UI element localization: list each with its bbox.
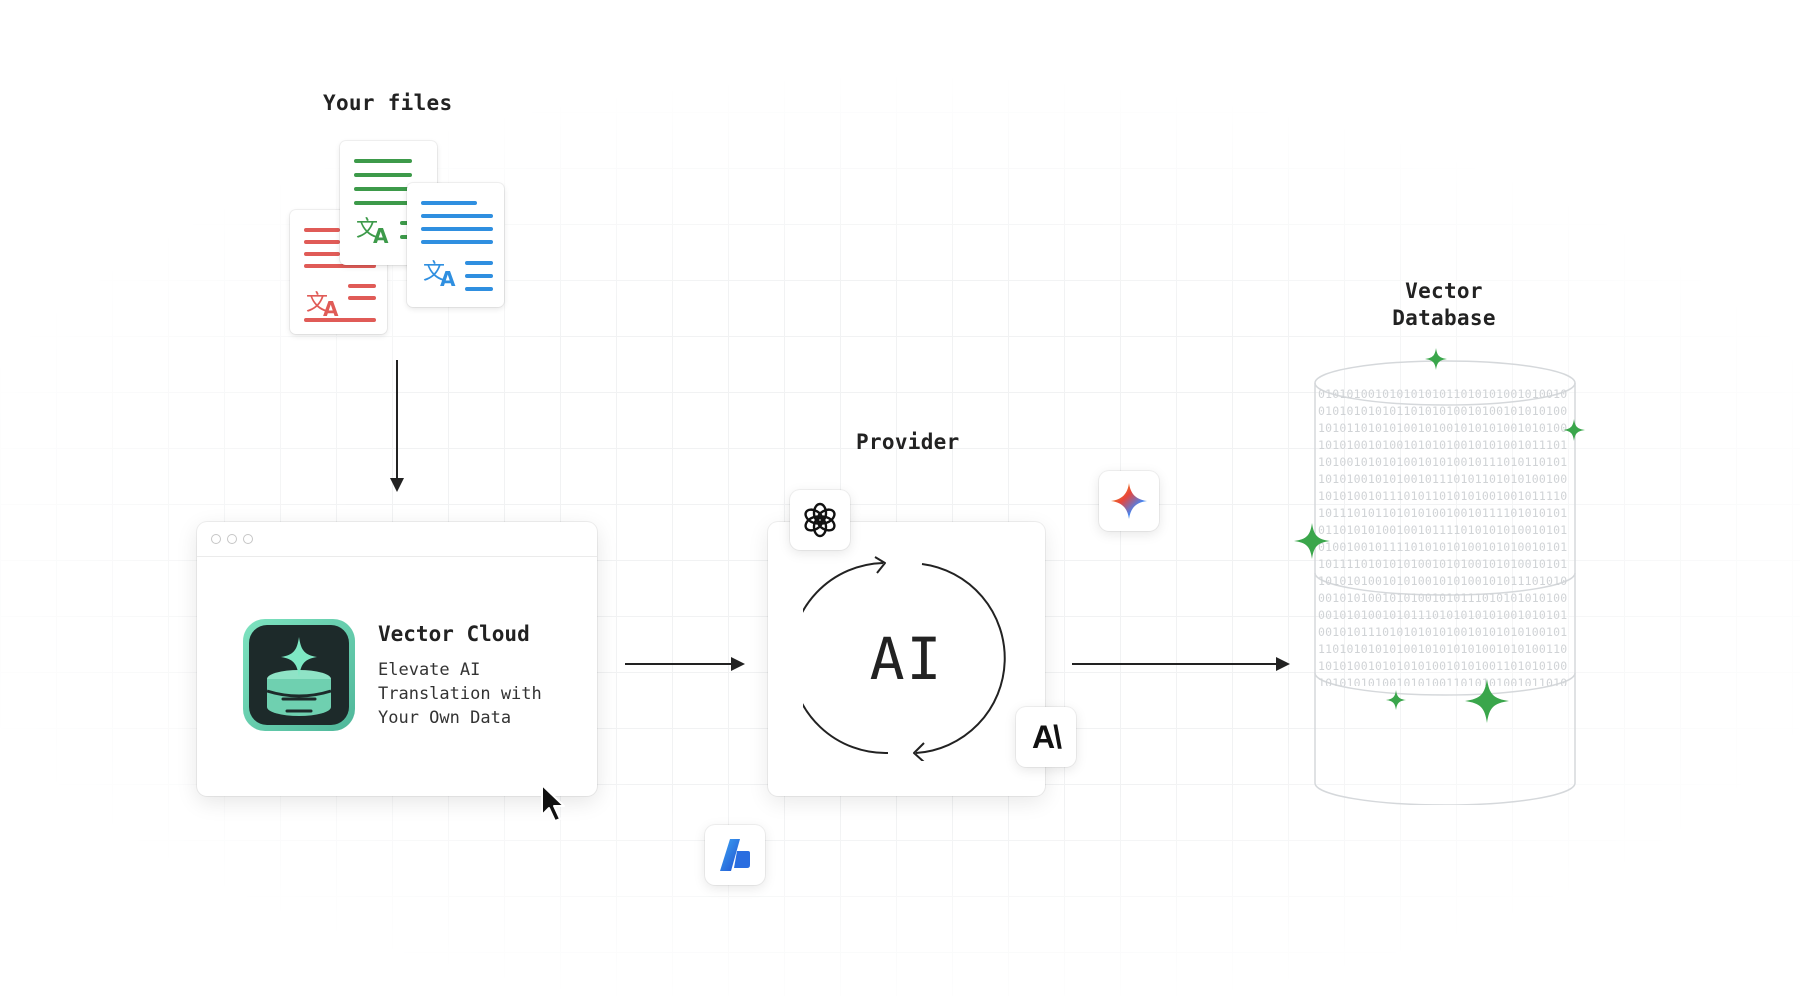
- sparkle-icon: [1465, 679, 1509, 723]
- your-files-label: Your files: [323, 91, 453, 115]
- arrow-provider-to-database: [1072, 657, 1290, 671]
- azure-icon: [705, 825, 765, 885]
- sparkle-icon: [1563, 419, 1585, 441]
- vector-cloud-app-icon: [243, 619, 355, 731]
- svg-text:A: A: [373, 224, 389, 248]
- sparkle-icon: [1425, 348, 1447, 370]
- window-dot-2: [227, 534, 237, 544]
- arrow-app-to-provider: [625, 657, 745, 671]
- ai-center-text: AI: [869, 625, 944, 693]
- anthropic-logo-text: A\: [1032, 718, 1062, 755]
- gemini-icon: [1099, 471, 1159, 531]
- translate-icon: 文 A: [306, 291, 339, 321]
- window-title-bar: [197, 522, 597, 557]
- provider-label: Provider: [856, 430, 960, 454]
- vector-database-cylinder: [1314, 360, 1576, 805]
- vector-database-label: Vector Database: [1392, 279, 1496, 330]
- svg-text:A: A: [440, 267, 456, 291]
- anthropic-icon: A\: [1016, 707, 1076, 767]
- cycle-arrows-icon: [803, 556, 1006, 761]
- svg-text:文: 文: [423, 260, 445, 285]
- window-dot-1: [211, 534, 221, 544]
- document-blue: 文 A: [407, 183, 504, 307]
- app-title: Vector Cloud: [378, 622, 530, 646]
- app-description: Elevate AI Translation with Your Own Dat…: [378, 660, 542, 728]
- mouse-cursor-icon: [541, 784, 565, 822]
- app-window: Vector Cloud Elevate AI Translation with…: [197, 522, 597, 796]
- provider-box: AI: [768, 522, 1045, 796]
- svg-text:文: 文: [356, 217, 378, 242]
- sparkle-icon: [1294, 523, 1330, 559]
- arrow-down-files-to-app: [390, 360, 404, 492]
- svg-text:文: 文: [306, 291, 328, 316]
- database-binary-pattern: 01010100101010101011010101001010010 0101…: [1318, 387, 1568, 686]
- openai-icon: [790, 490, 850, 550]
- window-dot-3: [243, 534, 253, 544]
- sparkle-icon: [1386, 690, 1406, 710]
- svg-text:A: A: [323, 297, 339, 321]
